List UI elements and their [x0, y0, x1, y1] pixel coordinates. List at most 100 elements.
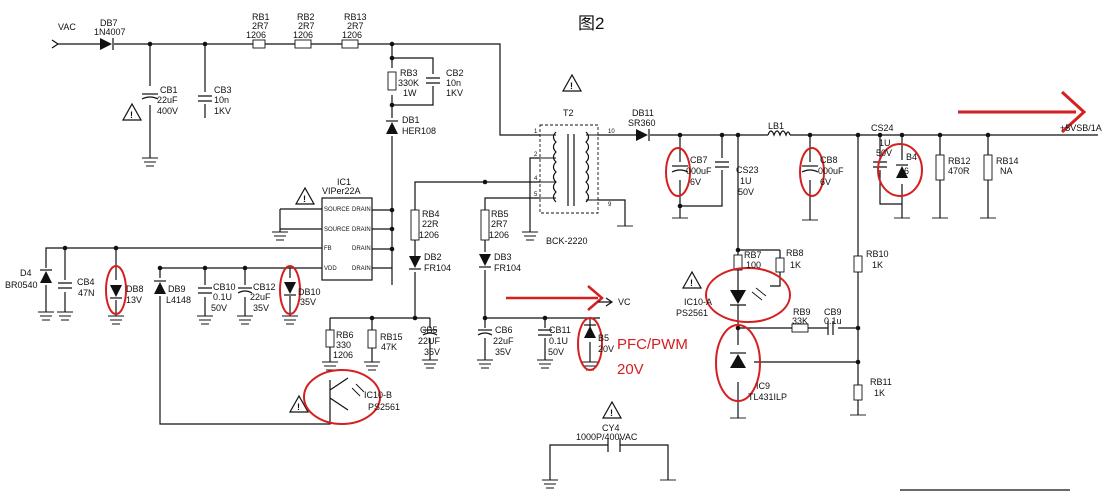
- ref-db3: DB3: [494, 252, 512, 262]
- value-cs24: 1U: [879, 138, 891, 148]
- ref-rb8: RB8: [786, 248, 804, 258]
- value-ic10a: PS2561: [676, 308, 708, 318]
- ground-symbols: [38, 157, 996, 489]
- t2-pin-9: 9: [608, 202, 612, 208]
- ref-cs24: CS24: [871, 123, 894, 133]
- value-rb14: NA: [1000, 166, 1013, 176]
- value-cb8: 000uF: [818, 166, 844, 176]
- value-rb8: 1K: [790, 260, 801, 270]
- value-cb10: 0.1U: [213, 292, 232, 302]
- ref-cb4: CB4: [77, 277, 95, 287]
- ic1-pin-drain-1: DRAIN: [352, 207, 371, 213]
- voltage-cb10: 50V: [211, 303, 227, 313]
- voltage-cb2: 1KV: [446, 88, 463, 98]
- ref-cb5: CB5: [420, 325, 438, 335]
- ic1-pin-drain-2: DRAIN: [352, 227, 371, 233]
- ref-rb14: RB14: [996, 156, 1019, 166]
- value-cb11: 0.1U: [549, 336, 568, 346]
- voltage-cb11: 50V: [548, 347, 564, 357]
- highlight-ellipse: [665, 147, 691, 197]
- voltage-cb7: 6V: [690, 177, 701, 187]
- ref-rb7: RB7: [744, 250, 762, 260]
- highlight-ellipse: [799, 147, 825, 197]
- warning-triangle-icon: !: [288, 394, 310, 413]
- ref-db1: DB1: [402, 115, 420, 125]
- figure-title: 图2: [578, 14, 604, 33]
- value-rb6: 330: [336, 340, 351, 350]
- value-cb9: 0.1u: [824, 316, 842, 326]
- ref-cb1: CB1: [160, 85, 178, 95]
- value-d4: BR0540: [5, 280, 38, 290]
- ref-cb3: CB3: [214, 85, 232, 95]
- package-rb4: 1206: [419, 230, 439, 240]
- value-rb4: 22R: [422, 219, 439, 229]
- package-rb1: 1206: [246, 30, 266, 40]
- svg-text:!: !: [130, 110, 133, 120]
- ref-d4: D4: [20, 268, 32, 278]
- value-cy4: 1000P/400VAC: [576, 432, 638, 442]
- ic1-pin-fb: FB: [324, 246, 332, 252]
- value-cb7: 000uF: [686, 166, 712, 176]
- package-rb6: 1206: [333, 350, 353, 360]
- ref-db10: DB10: [298, 287, 321, 297]
- ref-cb12: CB12: [253, 282, 276, 292]
- value-rb5: 2R7: [491, 219, 508, 229]
- package-rb2: 1206: [293, 30, 313, 40]
- ref-db7: DB7: [100, 18, 118, 28]
- voltage-cs23: 50V: [738, 187, 754, 197]
- value-rb11: 1K: [874, 388, 885, 398]
- value-db11: SR360: [628, 118, 656, 128]
- svg-text:!: !: [303, 194, 306, 204]
- ref-cb9: CB9: [824, 307, 842, 317]
- ref-rb2: RB2: [297, 12, 315, 22]
- t2-pin-2: 2: [534, 152, 538, 158]
- annotation-pfc-pwm: PFC/PWM: [617, 336, 688, 353]
- warning-triangle-icon: !: [294, 186, 316, 205]
- ic1-pin-drain-3: DRAIN: [352, 246, 371, 252]
- value-cb4: 47N: [78, 288, 95, 298]
- package-rb13: 1206: [342, 30, 362, 40]
- voltage-cs24: 50V: [876, 148, 892, 158]
- ref-ic1: IC1: [337, 177, 351, 187]
- value-ic1: VIPer22A: [322, 186, 361, 196]
- net-label-output: +5VSB/1A: [1060, 123, 1102, 133]
- voltage-cb6: 35V: [495, 347, 511, 357]
- warning-triangle-icon: !: [681, 270, 703, 289]
- value-rb1: 2R7: [252, 21, 269, 31]
- ref-ic10a: IC10-A: [684, 297, 712, 307]
- annotation-pfc-voltage: 20V: [617, 361, 644, 378]
- ref-t2: T2: [563, 108, 574, 118]
- ref-cb8: CB8: [820, 155, 838, 165]
- value-cs23: 1U: [740, 176, 752, 186]
- ic1-pin-source-1: SOURCE: [324, 207, 350, 213]
- value-t2: BCK-2220: [546, 236, 588, 246]
- ref-cb7: CB7: [690, 155, 708, 165]
- ref-db9: DB9: [168, 284, 186, 294]
- value-rb3: 330K: [398, 78, 419, 88]
- value-rb13: 2R7: [347, 21, 364, 31]
- ic1-pin-vdd: VDD: [324, 266, 337, 272]
- value-rb9: 33K: [792, 316, 808, 326]
- value-db9: L4148: [166, 295, 191, 305]
- junction-dots: [62, 41, 991, 365]
- ref-db2: DB2: [424, 252, 442, 262]
- t2-pin-5: 5: [534, 192, 538, 198]
- t2-pin-1: 1: [534, 129, 538, 135]
- t2-pin-10: 10: [608, 129, 615, 135]
- voltage-cb1: 400V: [157, 106, 178, 116]
- highlight-ellipse: [279, 265, 301, 315]
- value-db1: HER108: [402, 126, 436, 136]
- svg-text:!: !: [690, 278, 693, 288]
- highlight-ellipse: [105, 265, 127, 315]
- ref-rb5: RB5: [491, 209, 509, 219]
- ref-db11: DB11: [632, 108, 654, 118]
- value-rb15: 47K: [381, 342, 397, 352]
- ref-cb11: CB11: [549, 325, 571, 335]
- ref-lb1: LB1: [768, 121, 784, 131]
- value-rb7: 100: [746, 260, 761, 270]
- net-label-vac: VAC: [58, 22, 76, 32]
- svg-text:!: !: [570, 81, 573, 91]
- ref-cb10: CB10: [213, 282, 236, 292]
- highlight-ellipse: [877, 143, 923, 197]
